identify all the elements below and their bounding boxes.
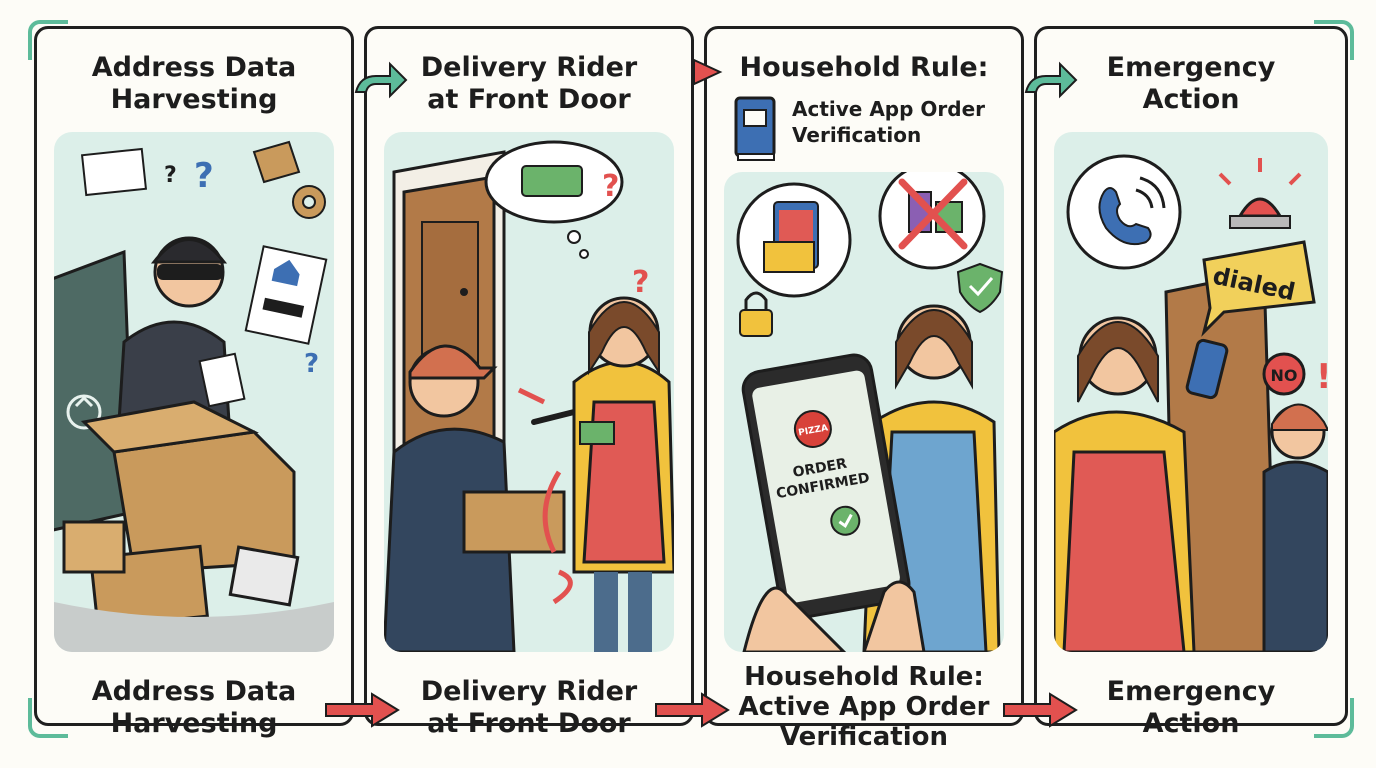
frame-accent [1314, 698, 1354, 738]
panel-title-bottom: Address Data Harvesting [34, 676, 354, 740]
address-document [244, 245, 328, 345]
exclamation-icon: ! [1316, 357, 1328, 397]
panel-title-bottom: Emergency Action [1034, 676, 1348, 740]
flow-arrow-icon [354, 61, 408, 99]
panel-title-top: Household Rule: [704, 52, 1024, 84]
check-icon [830, 505, 861, 536]
cap [408, 344, 498, 380]
cross-icon [898, 178, 968, 250]
panel-household-rule: Household Rule: Active App Order Verific… [704, 14, 1024, 754]
question-icon: ? [602, 169, 619, 204]
title-line: Delivery Rider [420, 52, 638, 83]
panel-title-top: Delivery Rider at Front Door [364, 52, 694, 116]
title-line: Address Data [91, 676, 297, 707]
woman-figure [572, 296, 674, 652]
title-line: Action [1142, 84, 1240, 115]
hand [742, 586, 847, 652]
lock-icon [739, 291, 773, 337]
pizza-logo-icon [793, 409, 832, 448]
title-line: at Front Door [427, 708, 631, 739]
title-line: Address Data [91, 52, 297, 83]
panel-title-bottom: Delivery Rider at Front Door [364, 676, 694, 740]
panel-subtitle-top: Active App Order Verification [792, 96, 1012, 148]
panel-frame [1034, 26, 1348, 726]
smartphone: PIZZA ORDER CONFIRMED [741, 353, 911, 620]
notepad [198, 352, 246, 408]
cardboard-boxes [54, 400, 334, 652]
scene-app-verification: PIZZA ORDER CONFIRMED [724, 172, 1004, 652]
delivery-rider-figure [1262, 403, 1328, 652]
title-line: at Front Door [427, 84, 631, 115]
cap [1271, 403, 1328, 431]
title-line: Verification [779, 722, 948, 752]
frame-accent [28, 20, 68, 60]
question-icon: ? [632, 265, 649, 300]
flow-arrow-icon [655, 692, 730, 728]
scene-dumpster-thief: ? ? ? [54, 132, 334, 652]
house-icon [271, 259, 300, 287]
title-line: Harvesting [110, 84, 278, 115]
apron [1062, 450, 1186, 652]
panel-delivery-rider: Delivery Rider at Front Door ? ? [364, 14, 694, 754]
thought-bubble-app [736, 182, 852, 298]
flow-arrow-icon [325, 692, 400, 728]
hand [862, 580, 926, 652]
book-icon [734, 96, 776, 161]
recycle-icon [66, 394, 102, 430]
panel-address-harvesting: Address Data Harvesting ? ? ? [28, 14, 354, 754]
thief-figure [117, 236, 246, 424]
shield-check-icon [956, 262, 1004, 314]
panel-title-top: Address Data Harvesting [34, 52, 354, 116]
question-icon: ? [164, 163, 177, 188]
paper-note [80, 147, 148, 197]
money-icon [521, 165, 583, 197]
scene-front-door: ? ? [384, 132, 674, 652]
small-box [252, 140, 301, 184]
title-line: Verification [792, 123, 922, 147]
money-icon [579, 421, 615, 445]
panel-frame [704, 26, 1024, 726]
frame-accent [28, 698, 68, 738]
panel-frame [34, 26, 354, 726]
panel-title-bottom: Household Rule: Active App Order Verific… [704, 662, 1024, 752]
flow-arrow-icon [1024, 61, 1078, 99]
arrow-icon [542, 470, 562, 554]
flow-arrow-icon [1003, 692, 1078, 728]
no-text: NO [1271, 366, 1298, 385]
title-line: Active App Order [738, 692, 990, 722]
phone-call-icon [1066, 154, 1182, 270]
question-icon: ? [304, 349, 319, 379]
flow-arrow-icon [693, 58, 723, 86]
speech-bubble-dialed: dialed [1201, 240, 1316, 337]
mobile-phone [1185, 338, 1229, 400]
title-line: Harvesting [110, 708, 278, 739]
thought-bubble: ? ? [484, 140, 649, 300]
beanie [150, 238, 228, 264]
title-line: Action [1142, 708, 1240, 739]
title-line: Household Rule: [744, 662, 984, 692]
woman-figure [1054, 316, 1229, 652]
siren-icon [1218, 158, 1302, 229]
panel-frame [364, 26, 694, 726]
title-line: Active App Order [792, 97, 985, 121]
title-line: Emergency [1106, 676, 1276, 707]
barcode [262, 297, 305, 318]
arrow-icon [552, 569, 573, 605]
title-line: Household Rule: [739, 52, 989, 83]
panel-title-top: Emergency Action [1034, 52, 1348, 116]
panel-emergency-action: Emergency Action dialed NO [1034, 14, 1354, 754]
title-line: Emergency [1106, 52, 1276, 83]
thought-bubble-crossed [878, 172, 986, 270]
no-sign: NO ! [1262, 352, 1328, 397]
arrow-icon [517, 387, 546, 405]
question-icon: ? [194, 156, 214, 196]
eye-mask [157, 264, 223, 280]
scene-emergency: dialed NO ! [1054, 132, 1328, 652]
title-line: Delivery Rider [420, 676, 638, 707]
frame-accent [1314, 20, 1354, 60]
